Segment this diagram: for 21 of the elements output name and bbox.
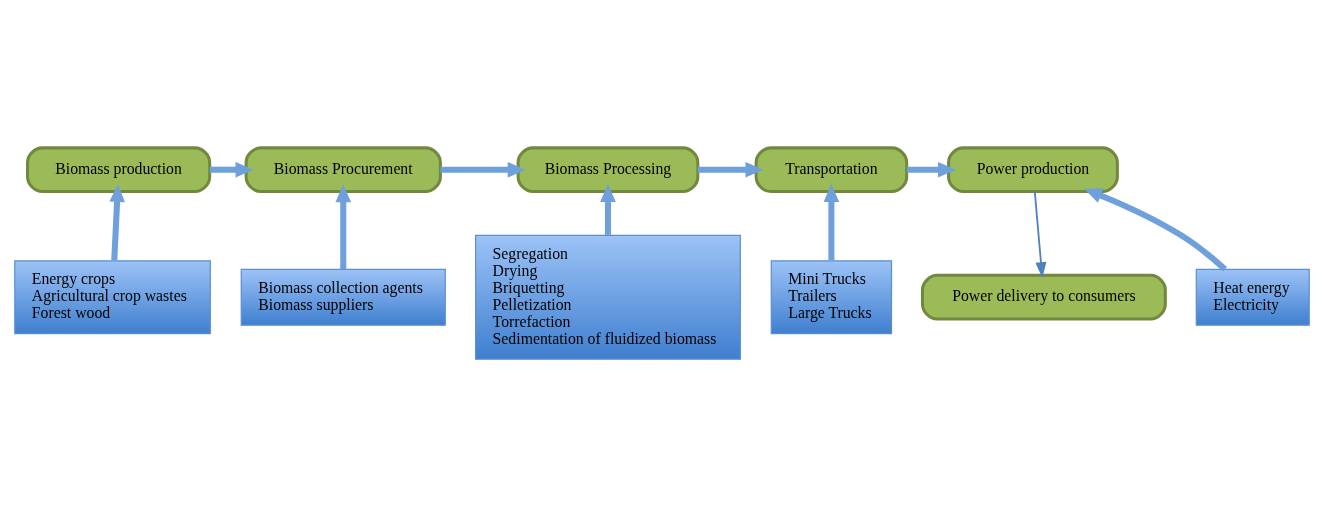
arrow	[823, 183, 840, 260]
arrow	[697, 161, 764, 178]
arrow	[109, 183, 125, 261]
arrow	[440, 161, 526, 178]
node-box: Biomass Processing	[516, 145, 700, 193]
arrow	[1084, 187, 1227, 271]
node-box: Transportation	[754, 145, 909, 193]
node-box: Mini Trucks Trailers Large Trucks	[770, 259, 893, 334]
node-box: Energy crops Agricultural crop wastes Forest wood	[14, 259, 211, 334]
node-box: Power delivery to consumers	[920, 273, 1167, 321]
node-box: Heat energy Electricity	[1195, 268, 1310, 326]
node-box: Power production	[947, 145, 1119, 193]
arrow	[335, 183, 352, 269]
node-box: Biomass Procurement	[244, 145, 442, 193]
arrow	[600, 183, 616, 235]
arrow	[907, 161, 956, 178]
arrow	[209, 161, 254, 178]
arrow	[1033, 190, 1047, 278]
node-box: Biomass production	[26, 145, 212, 193]
node-box: Biomass collection agents Biomass suppliers	[240, 268, 446, 326]
node-box: Segregation Drying Briquetting Pelletization Torrefaction Sedimentation of fluidized biomass	[475, 234, 741, 360]
